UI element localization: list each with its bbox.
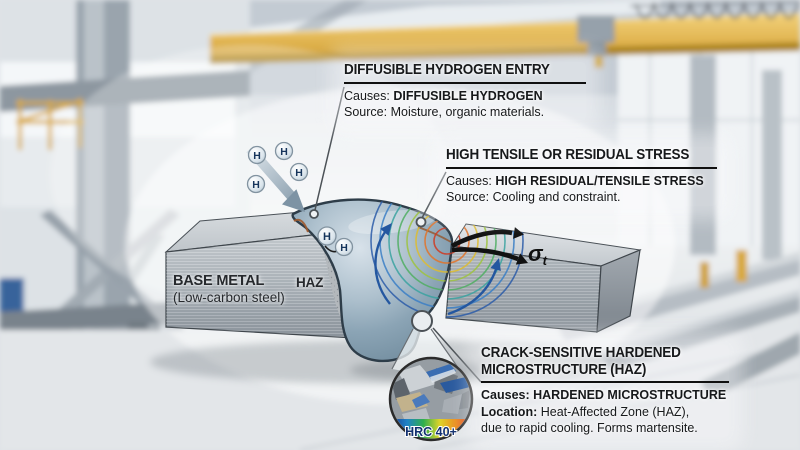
- hydrogen-atom: H: [247, 145, 267, 165]
- hydrogen-callout-causes: Causes: DIFFUSIBLE HYDROGEN: [344, 88, 543, 103]
- festoon-cables: [634, 0, 800, 20]
- yellow-railing: [16, 98, 84, 150]
- steel-column: [762, 70, 782, 260]
- right-plate: [445, 223, 642, 333]
- hydrogen-atom: H: [246, 174, 266, 194]
- svg-text:H: H: [340, 242, 348, 254]
- hydrogen-atom: H: [334, 237, 354, 257]
- svg-text:H: H: [295, 167, 303, 179]
- hydrogen-callout-title: DIFFUSIBLE HYDROGEN ENTRY: [344, 61, 550, 78]
- sigma-t-label: σt: [528, 241, 548, 268]
- microstructure-callout-causes: Causes: HARDENED MICROSTRUCTURE: [481, 388, 727, 402]
- microstructure-callout: CRACK-SENSITIVE HARDENED MICROSTRUCTURE …: [481, 344, 729, 437]
- callout-connectors: [314, 86, 482, 383]
- microstructure-callout-line: [432, 327, 482, 383]
- svg-text:H: H: [252, 179, 260, 191]
- crane-trolley: [577, 15, 615, 43]
- crane-hook: [594, 56, 603, 68]
- microstructure-callout-location: Location: Heat-Affected Zone (HAZ),: [481, 404, 690, 419]
- base-metal-subtitle: (Low-carbon steel): [173, 290, 285, 305]
- microstructure-callout-title: CRACK-SENSITIVE HARDENED: [481, 344, 681, 361]
- fusion-line: [293, 218, 309, 233]
- tensile-stress-arrows: [450, 227, 528, 265]
- stress-callout: HIGH TENSILE OR RESIDUAL STRESS Causes: …: [446, 146, 717, 206]
- steel-column: [690, 55, 716, 255]
- stress-callout-line: [421, 171, 447, 219]
- hydrogen-atom: H: [274, 141, 294, 161]
- hydrogen-callout-source: Source: Moisture, organic materials.: [344, 105, 545, 119]
- svg-text:H: H: [280, 146, 288, 158]
- blue-machine: [0, 278, 24, 316]
- microstructure-callout-rule: [481, 381, 729, 383]
- hydrogen-callout-point: [309, 209, 319, 219]
- microstructure-callout-location2: due to rapid cooling. Forms martensite.: [481, 421, 698, 435]
- stress-callout-source: Source: Cooling and constraint.: [446, 190, 621, 204]
- haz-label: HAZ: [296, 275, 324, 290]
- weld-joint-illustration: σt H H H H H H: [164, 86, 642, 442]
- hydrogen-callout-line: [314, 86, 345, 211]
- stress-flow-arrows: [374, 223, 501, 316]
- svg-text:H: H: [323, 231, 331, 243]
- hydrogen-callout: DIFFUSIBLE HYDROGEN ENTRY Causes: DIFFUS…: [344, 61, 586, 121]
- base-metal-label: BASE METAL (Low-carbon steel): [173, 273, 285, 305]
- stress-callout-point: [415, 216, 427, 228]
- weld-root-callout-point: [411, 310, 433, 332]
- svg-text:H: H: [253, 150, 261, 162]
- stress-callout-title: HIGH TENSILE OR RESIDUAL STRESS: [446, 146, 690, 163]
- hydrogen-callout-rule: [344, 81, 586, 84]
- hydrogen-atoms: H H H H H H: [246, 141, 354, 257]
- hydrogen-atom: H: [289, 162, 309, 182]
- stress-callout-causes: Causes: HIGH RESIDUAL/TENSILE STRESS: [446, 173, 704, 188]
- microstructure-callout-title2: MICROSTRUCTURE (HAZ): [481, 360, 647, 378]
- stress-callout-rule: [446, 166, 717, 169]
- overhead-crane: [209, 0, 800, 68]
- fusion-line: [417, 226, 452, 243]
- hydrogen-atom: H: [317, 226, 337, 246]
- base-metal-title: BASE METAL: [173, 273, 265, 289]
- hardness-badge: HRC 40+: [405, 425, 457, 439]
- microstructure-inset: HRC 40+: [388, 356, 474, 442]
